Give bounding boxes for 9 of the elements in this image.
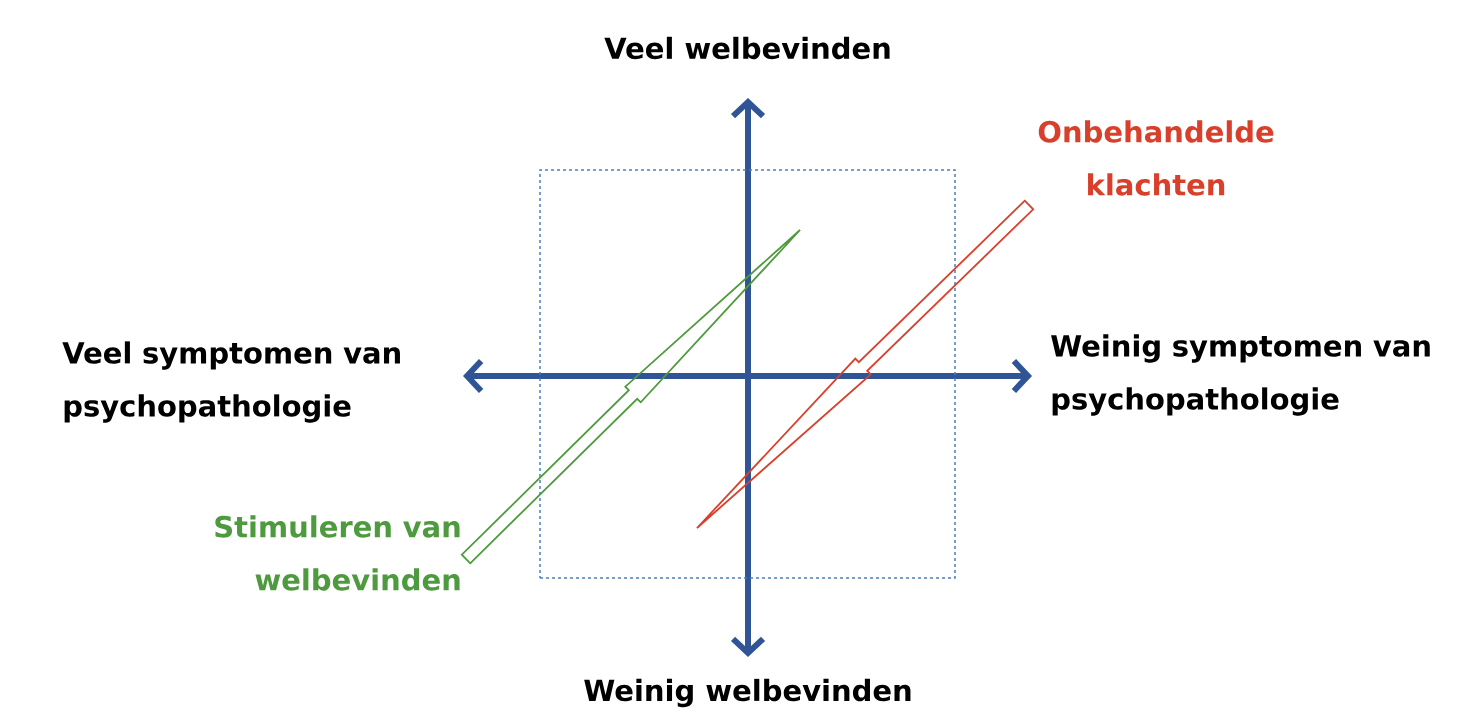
- axis-label: Veel welbevinden: [604, 36, 890, 60]
- axis-label: Weinig welbevinden: [584, 678, 911, 708]
- arrow-label: Stimuleren van welbevinden: [215, 515, 460, 591]
- dotted-square: [539, 169, 956, 579]
- hollow-arrow: [696, 199, 1035, 529]
- hollow-arrow: [460, 229, 801, 565]
- axis-label: Weinig symptomen van psychopathologie: [1051, 334, 1430, 416]
- axis-label: Veel symptomen van psychopathologie: [62, 341, 400, 423]
- arrow-label: Onbehandelde klachten: [1038, 120, 1274, 196]
